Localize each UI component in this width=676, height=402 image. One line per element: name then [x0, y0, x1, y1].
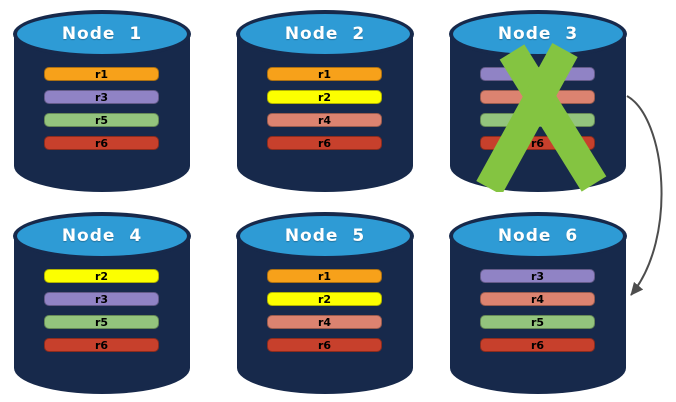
replica-bar: r2	[44, 269, 159, 283]
node-title: Node 2	[284, 24, 366, 44]
node-1: Node 1 r1 r3 r5 r6	[13, 10, 191, 192]
replica-bar: r6	[267, 136, 382, 150]
node-title: Node 5	[284, 226, 366, 246]
replica-bar: r5	[480, 315, 595, 329]
replica-bar: r2	[267, 90, 382, 104]
replica-bar: r6	[44, 136, 159, 150]
replica-bar: r1	[44, 67, 159, 81]
node-title: Node 1	[61, 24, 143, 44]
node-6: Node 6 r3 r4 r5 r6	[449, 212, 627, 394]
replica-list: r1 r2 r4 r6	[267, 269, 382, 352]
replica-bar: r6	[267, 338, 382, 352]
cylinder-top: Node 3	[449, 10, 627, 58]
replica-bar: r4	[267, 315, 382, 329]
node-title: Node 3	[497, 24, 579, 44]
node-2: Node 2 r1 r2 r4 r6	[236, 10, 414, 192]
cylinder-top: Node 6	[449, 212, 627, 260]
cylinder-top: Node 2	[236, 10, 414, 58]
replica-bar: r2	[267, 292, 382, 306]
replica-list: r1 r2 r4 r6	[267, 67, 382, 150]
node-4: Node 4 r2 r3 r5 r6	[13, 212, 191, 394]
replica-bar: r4	[480, 292, 595, 306]
cylinder-top: Node 1	[13, 10, 191, 58]
replica-bar: r1	[267, 67, 382, 81]
replica-bar: r1	[267, 269, 382, 283]
replica-bar: r3	[480, 269, 595, 283]
node-title: Node 6	[497, 226, 579, 246]
replica-bar: r4	[267, 113, 382, 127]
replica-bar: r6	[480, 338, 595, 352]
replica-list: r3 r4 r5 r6	[480, 269, 595, 352]
node-title: Node 4	[61, 226, 143, 246]
replica-bar: r5	[44, 315, 159, 329]
replica-bar: r3	[44, 90, 159, 104]
failure-cross-icon	[476, 43, 607, 192]
replica-list: r1 r3 r5 r6	[44, 67, 159, 150]
replica-bar: r6	[44, 338, 159, 352]
replica-bar: r5	[44, 113, 159, 127]
replica-list: r2 r3 r5 r6	[44, 269, 159, 352]
cylinder-top: Node 4	[13, 212, 191, 260]
node-5: Node 5 r1 r2 r4 r6	[236, 212, 414, 394]
replica-bar: r3	[44, 292, 159, 306]
cylinder-top: Node 5	[236, 212, 414, 260]
